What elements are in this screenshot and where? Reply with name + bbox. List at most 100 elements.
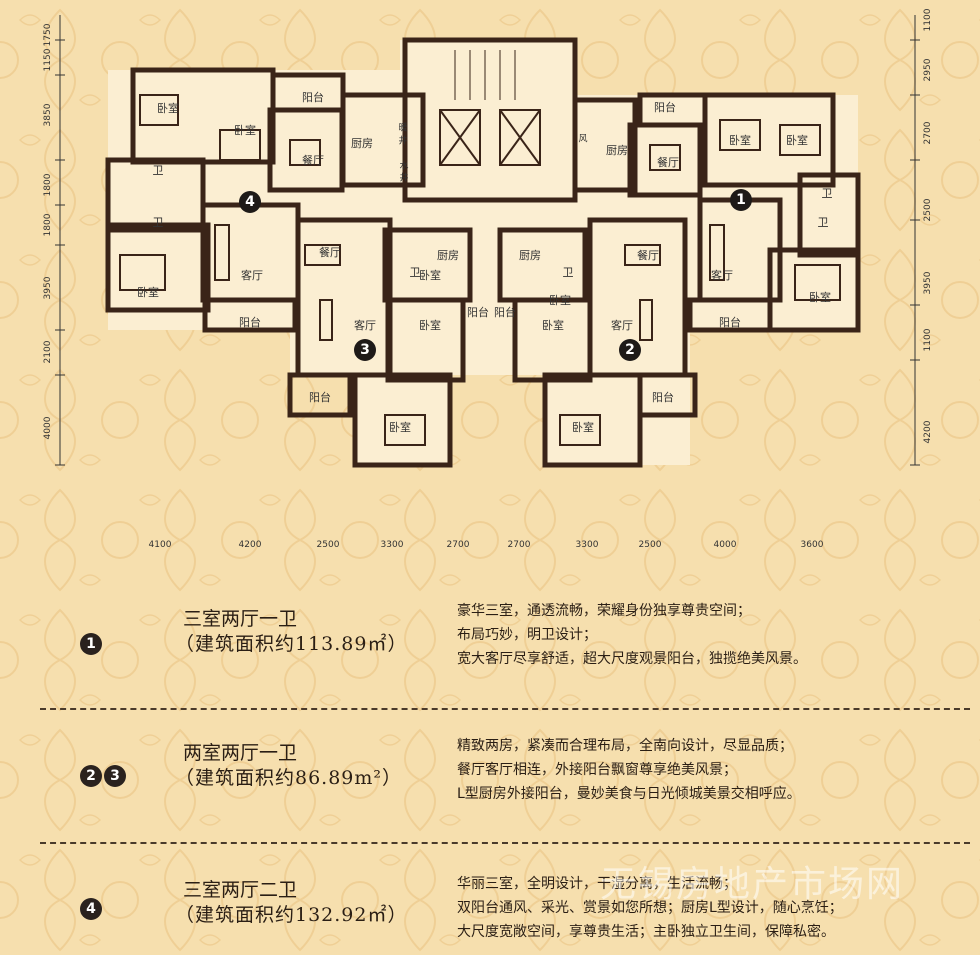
dimension-label: 1800: [43, 173, 53, 197]
room-label: 卧室: [419, 269, 441, 282]
room-label: 客厅: [354, 319, 376, 332]
room-label: 餐厅: [637, 249, 659, 262]
unit-type-block: 三室两厅一卫 （建筑面积约113.89㎡）: [175, 607, 407, 657]
dashed-divider: [40, 842, 970, 844]
room-label: 厨房: [437, 249, 459, 262]
unit-badges: 4: [80, 898, 104, 920]
dimension-label: 2700: [507, 540, 531, 550]
dimension-label: 4200: [238, 540, 262, 550]
room-label: 阳台: [494, 306, 516, 319]
room-label: 卫: [152, 216, 164, 229]
unit-type: 两室两厅一卫: [183, 742, 298, 764]
room-label: 阳台: [654, 101, 676, 114]
dimension-label: 3950: [923, 271, 933, 295]
dimension-label: 1100: [923, 8, 933, 32]
dimension-label: 3600: [800, 540, 824, 550]
unit-area: （建筑面积约132.92㎡）: [175, 904, 408, 926]
unit-badge: 2: [80, 765, 102, 787]
room-label: 卫: [821, 187, 833, 200]
room-label: 卧室: [137, 286, 159, 299]
feature-line: 豪华三室，通透流畅，荣耀身份独享尊贵空间；: [457, 603, 751, 619]
room-label: 卫: [817, 216, 829, 229]
room-label: 客厅: [241, 269, 263, 282]
unit-marker-4: 4: [239, 191, 261, 213]
fixture-label: 暖: [398, 123, 408, 134]
dimension-label: 3950: [43, 276, 53, 300]
room-label: 卧室: [729, 134, 751, 147]
watermark: 无锡房地产市场网: [600, 864, 905, 905]
room-label: 卧室: [786, 134, 808, 147]
room-label: 客厅: [611, 319, 633, 332]
room-label: 卫: [409, 266, 421, 279]
fixture-label: 水: [399, 161, 409, 172]
room-label: 卧室: [389, 421, 411, 434]
unit-type-block: 三室两厅二卫 （建筑面积约132.92㎡）: [175, 878, 407, 928]
room-label: 阳台: [302, 91, 324, 104]
unit-type-block: 两室两厅一卫 （建筑面积约86.89m²）: [175, 741, 402, 791]
dimension-label: 1800: [43, 213, 53, 237]
unit-features: 豪华三室，通透流畅，荣耀身份独享尊贵空间； 布局巧妙，明卫设计； 宽大客厅尽享舒…: [457, 599, 807, 671]
dimension-label: 4100: [148, 540, 172, 550]
dimension-label: 2500: [316, 540, 340, 550]
room-label: 卧室: [542, 319, 564, 332]
unit-features: 华丽三室，全明设计，干湿分离，生活流畅； 双阳台通风、采光、赏景如您所想；厨房L…: [457, 872, 843, 944]
dimension-label: 4000: [713, 540, 737, 550]
feature-line: 华丽三室，全明设计，干湿分离，生活流畅；: [457, 876, 737, 892]
room-label: 厨房: [351, 137, 373, 150]
dimension-label: 3300: [575, 540, 599, 550]
unit-area: （建筑面积约86.89m²）: [175, 767, 403, 789]
room-label: 阳台: [652, 391, 674, 404]
feature-line: 宽大客厅尽享舒适，超大尺度观景阳台，独揽绝美风景。: [457, 651, 807, 667]
room-label: 客厅: [711, 269, 733, 282]
feature-line: L型厨房外接阳台，曼妙美食与日光倾城美景交相呼应。: [457, 786, 801, 802]
room-label: 卧室: [234, 124, 256, 137]
dimension-label: 1750: [43, 23, 53, 47]
room-label: 厨房: [606, 144, 628, 157]
room-label: 卧室: [549, 294, 571, 307]
dimension-label: 4200: [923, 420, 933, 444]
room-label: 餐厅: [657, 156, 679, 169]
dimension-label: 2500: [638, 540, 662, 550]
unit-marker-2: 2: [619, 339, 641, 361]
dimension-label: 2700: [446, 540, 470, 550]
unit-features: 精致两房，紧凑而合理布局，全南向设计，尽显品质； 餐厅客厅相连，外接阳台飘窗尊享…: [457, 734, 801, 806]
floor-plan-walls: [55, 15, 920, 468]
unit-type: 三室两厅二卫: [183, 879, 298, 901]
feature-line: 大尺度宽敞空间，享尊贵生活；主卧独立卫生间，保障私密。: [457, 924, 835, 940]
room-label: 卧室: [419, 319, 441, 332]
dimension-label: 2500: [923, 198, 933, 222]
feature-line: 双阳台通风、采光、赏景如您所想；厨房L型设计，随心烹饪；: [457, 900, 843, 916]
unit-badges: 1: [80, 633, 104, 655]
room-label: 卫: [562, 266, 574, 279]
room-label: 阳台: [239, 316, 261, 329]
unit-marker-3: 3: [354, 339, 376, 361]
feature-line: 精致两房，紧凑而合理布局，全南向设计，尽显品质；: [457, 738, 793, 754]
dimension-label: 2100: [43, 340, 53, 364]
dimension-label: 2700: [923, 121, 933, 145]
unit-badge: 4: [80, 898, 102, 920]
room-label: 阳台: [309, 391, 331, 404]
room-label: 阳台: [467, 306, 489, 319]
fixture-label: 井: [398, 136, 408, 147]
unit-marker-1: 1: [730, 189, 752, 211]
dimension-label: 3300: [380, 540, 404, 550]
room-label: 厨房: [519, 249, 541, 262]
dimension-label: 1100: [923, 328, 933, 352]
room-label: 卧室: [809, 291, 831, 304]
fixture-label: 井: [399, 173, 409, 184]
room-label: 餐厅: [319, 246, 341, 259]
unit-badge: 3: [104, 765, 126, 787]
unit-area: （建筑面积约113.89㎡）: [175, 633, 408, 655]
unit-type: 三室两厅一卫: [183, 608, 298, 630]
room-label: 阳台: [719, 316, 741, 329]
room-label: 卧室: [572, 421, 594, 434]
feature-line: 布局巧妙，明卫设计；: [457, 627, 597, 643]
unit-badge: 1: [80, 633, 102, 655]
room-label: 餐厅: [302, 154, 324, 167]
floor-plan: 卧室 卧室 阳台 餐厅 厨房 卫 卫 客厅 卧室 阳台 餐厅 厨房 卫 客厅 卧…: [43, 8, 933, 550]
feature-line: 餐厅客厅相连，外接阳台飘窗尊享绝美风景；: [457, 762, 737, 778]
dimension-label: 4000: [43, 416, 53, 440]
room-label: 卫: [152, 164, 164, 177]
fixture-label: 风: [578, 134, 588, 145]
